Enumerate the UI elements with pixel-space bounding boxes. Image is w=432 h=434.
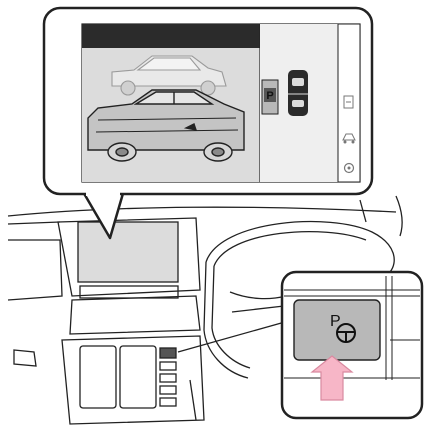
console-lower xyxy=(62,336,204,424)
steering-hub xyxy=(232,306,284,312)
console-vent-right xyxy=(120,346,156,408)
steering-wheel-rim-inner xyxy=(214,232,366,266)
windshield-edge xyxy=(8,207,396,216)
console-vent-left xyxy=(80,346,116,408)
console-switch-3 xyxy=(160,374,176,382)
steering-wheel-rim-left-inner xyxy=(212,266,250,368)
console-switch-5 xyxy=(160,398,176,406)
dash-display-screen xyxy=(78,222,178,282)
right-pillar xyxy=(396,196,402,236)
parking-mode-button[interactable]: P xyxy=(262,80,278,114)
left-vent xyxy=(14,350,36,366)
camera-top-bar xyxy=(82,24,260,48)
side-icon-column xyxy=(338,24,360,182)
top-view-car-icon xyxy=(288,70,308,116)
console-switch-2 xyxy=(160,362,176,370)
console-side-line xyxy=(190,380,196,420)
left-door-panel xyxy=(8,240,62,300)
console-upper xyxy=(70,296,200,334)
switch-callout: P xyxy=(282,272,422,418)
steering-wheel-rim-left xyxy=(204,262,248,378)
callout-tail-joint xyxy=(86,186,120,196)
dash-top-left-line xyxy=(8,222,60,224)
console-switch-1 xyxy=(160,348,176,358)
screen-callout: P xyxy=(44,8,372,238)
steering-spoke xyxy=(230,292,286,299)
p-badge-label: P xyxy=(266,90,273,102)
console-switch-4 xyxy=(160,386,176,394)
